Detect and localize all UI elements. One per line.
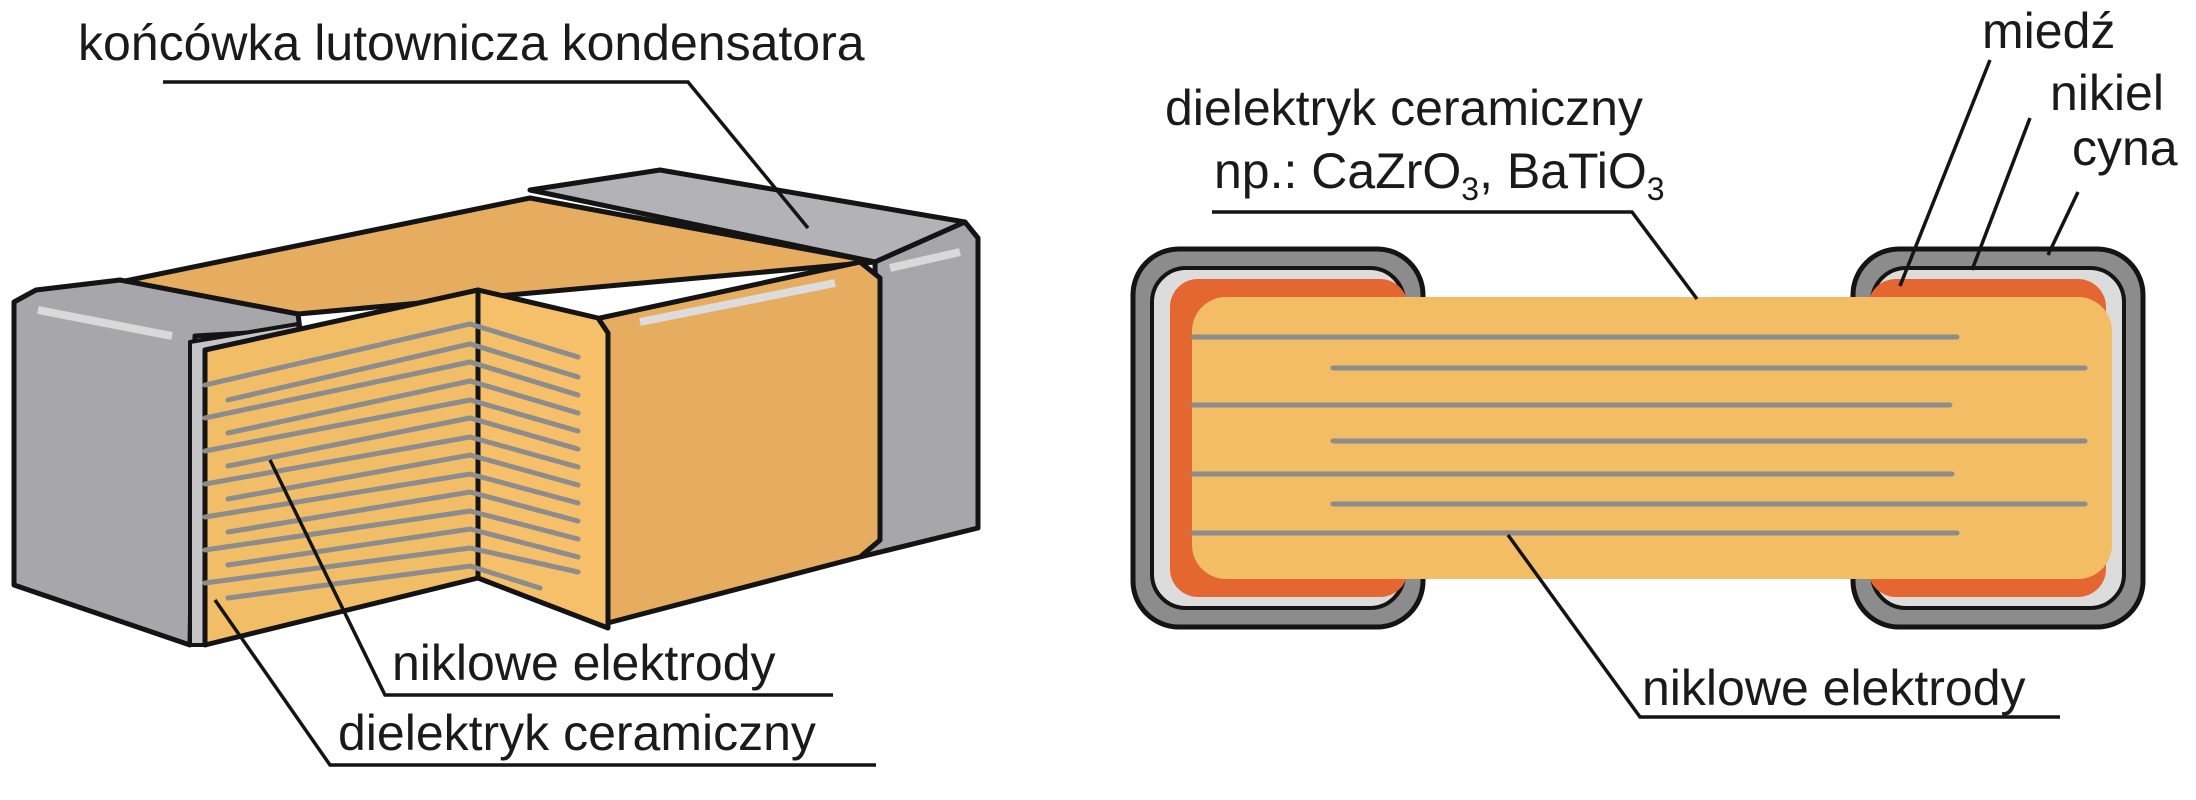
label-right-dielectric-line2: np.: CaZrO3, BaTiO3 <box>1214 143 1665 207</box>
label-solder-terminal: końcówka lutownicza kondensatora <box>78 15 865 71</box>
mlcc-3d-cutaway <box>11 80 981 767</box>
leader-right-dielectric <box>1212 210 1699 301</box>
label-right-electrodes: niklowe elektrody <box>1642 660 2026 716</box>
label-left-electrodes: niklowe elektrody <box>392 635 776 691</box>
leader-left-dielectric <box>213 598 876 767</box>
left-terminal-highlight <box>37 306 173 340</box>
leader-tin <box>2046 191 2080 256</box>
cross-section-electrodes <box>1190 334 2088 536</box>
cutaway-electrodes <box>202 321 581 601</box>
leader-nickel <box>1970 117 2032 271</box>
formula-subscript-1: 3 <box>1461 171 1479 207</box>
leader-solder-terminal <box>163 80 810 230</box>
cutaway-left-face <box>202 287 481 648</box>
leader-left-electrodes <box>268 459 833 697</box>
mlcc-cross-section <box>1130 59 2146 719</box>
ceramic-highlight <box>639 279 836 326</box>
label-copper: miedź <box>1982 3 2115 59</box>
label-tin: cyna <box>2072 120 2178 176</box>
label-left-dielectric: dielektryk ceramiczny <box>338 705 816 761</box>
formula-subscript-2: 3 <box>1647 171 1665 207</box>
leader-right-electrodes <box>1506 533 2060 719</box>
formula-prefix: np.: CaZrO <box>1214 143 1461 199</box>
formula-middle: , BaTiO <box>1479 143 1647 199</box>
leader-copper <box>1898 59 1992 287</box>
right-terminal-highlight <box>889 248 961 272</box>
ceramic-body-side <box>597 259 883 628</box>
label-nickel: nikiel <box>2050 65 2164 121</box>
label-right-dielectric-line1: dielektryk ceramiczny <box>1165 80 1643 136</box>
